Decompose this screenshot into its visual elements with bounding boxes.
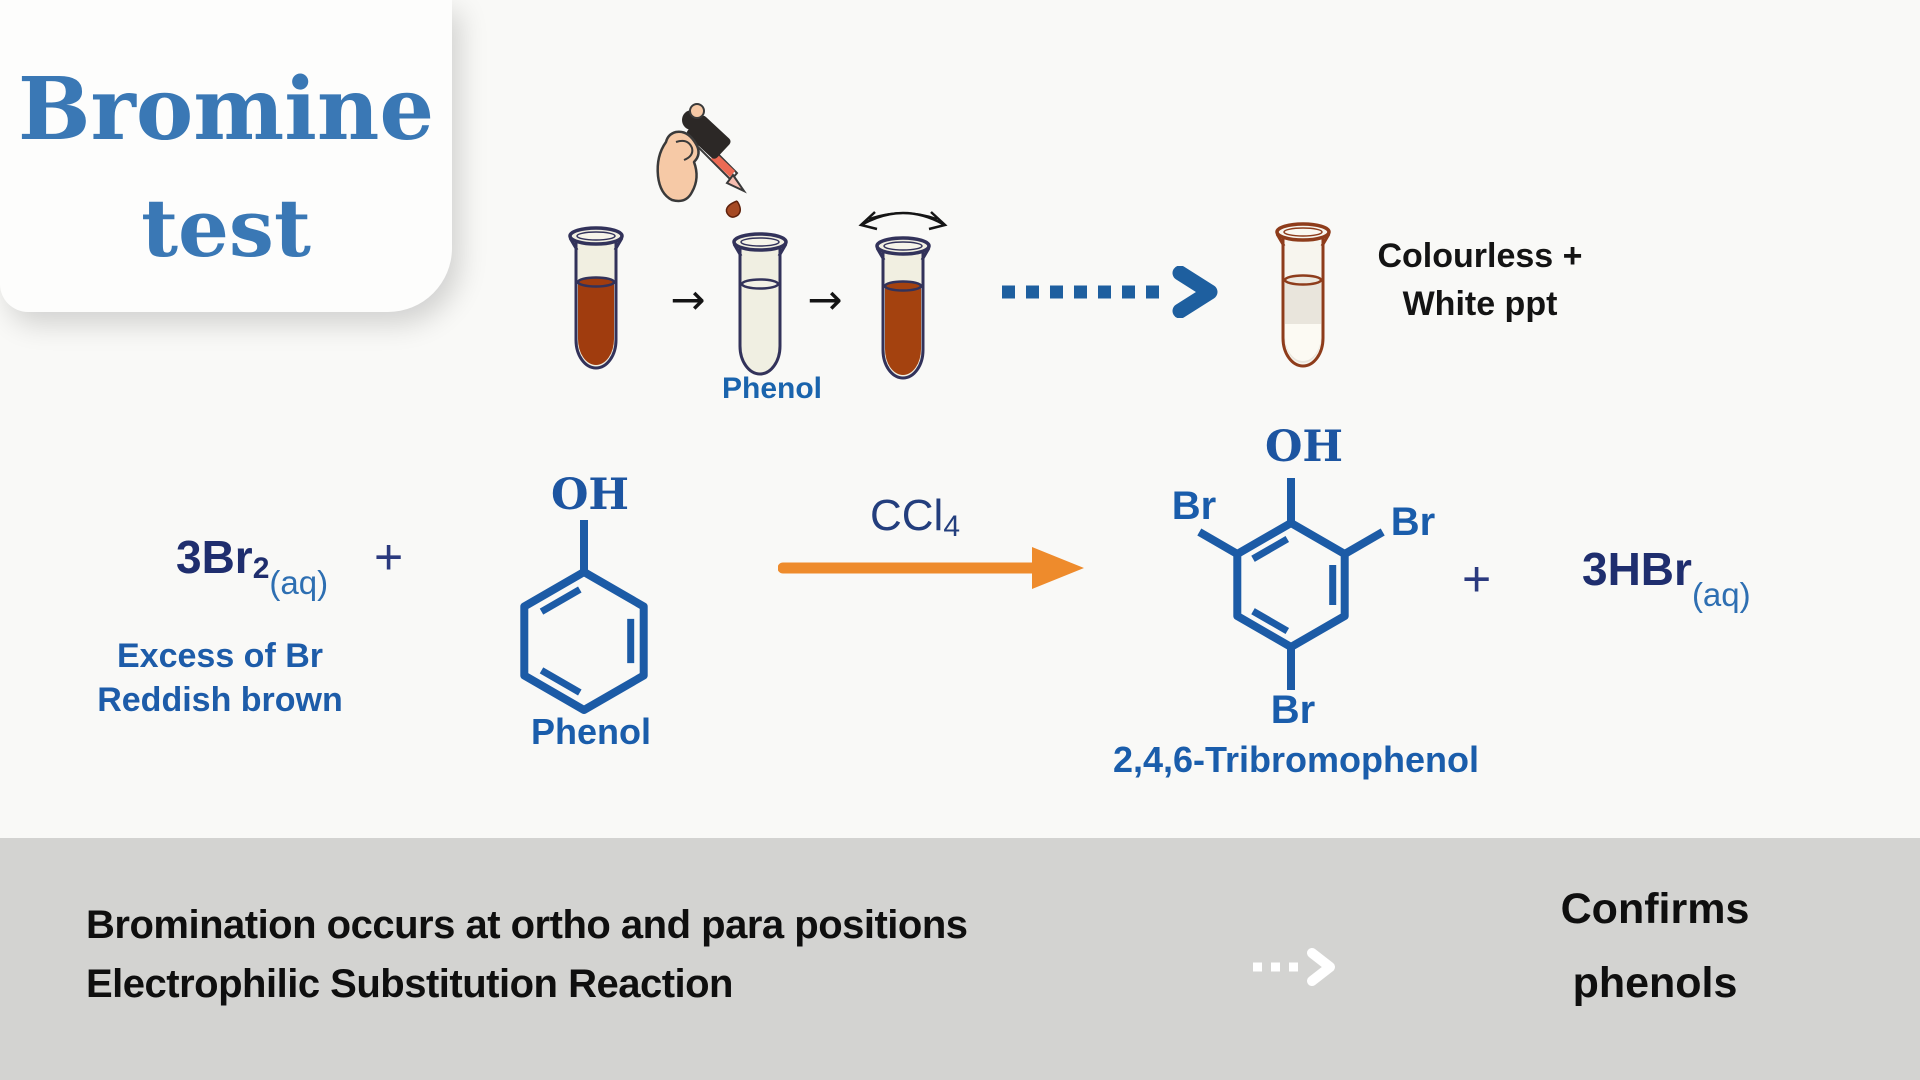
product-br-left-label: Br xyxy=(1171,484,1217,528)
ccl4-base: CCl xyxy=(869,491,944,540)
phenol-benzene-ring xyxy=(520,520,648,714)
product-hbr-formula: 3HBr (aq) xyxy=(1582,543,1751,611)
bromine-note: Excess of Br Reddish brown xyxy=(70,634,370,722)
product-br-right-label: Br xyxy=(1390,500,1436,544)
dropper-hand-icon xyxy=(656,103,747,218)
product-structure-label: 2,4,6-Tribromophenol xyxy=(1112,739,1480,780)
bromine-note-line1: Excess of Br xyxy=(117,637,323,675)
bromine-formula-subscript: 2 xyxy=(252,552,270,585)
test-tube-phenol-icon xyxy=(732,232,788,376)
footer-statements: Bromination occurs at ortho and para pos… xyxy=(86,896,1286,1014)
bromine-note-line2: Reddish brown xyxy=(97,681,343,719)
page-title-line1: Bromine xyxy=(17,59,435,160)
hbr-formula-state: (aq) xyxy=(1691,576,1751,613)
bromine-formula-base: 3Br xyxy=(176,531,253,583)
result-observation-line1: Colourless + xyxy=(1377,237,1583,275)
condition-ccl4: CCl 4 xyxy=(840,491,990,542)
reactant-bromine-formula: 3Br 2 (aq) xyxy=(176,531,328,599)
test-tube-mixture-icon xyxy=(875,236,931,380)
plus-sign: + xyxy=(1462,551,1492,607)
plus-sign: + xyxy=(374,529,404,585)
reaction-arrow-icon xyxy=(778,547,1084,589)
title-card: Bromine test xyxy=(0,0,452,312)
test-tube-result-icon xyxy=(1275,222,1331,368)
conclusion-line1: Confirms xyxy=(1560,885,1750,933)
step-arrow-icon: → xyxy=(670,275,706,324)
product-oh-label: OH xyxy=(1264,422,1344,472)
tribromophenol-benzene-ring xyxy=(1197,478,1385,690)
footer-band xyxy=(0,838,1920,1080)
footer-dashed-arrow-icon xyxy=(1253,948,1335,986)
footer-statement-line2: Electrophilic Substitution Reaction xyxy=(86,962,734,1006)
result-observation-line2: White ppt xyxy=(1402,285,1558,323)
step-arrow-icon: → xyxy=(807,275,843,324)
shake-arrows-icon xyxy=(858,211,948,231)
phenol-tube-label: Phenol xyxy=(721,372,822,405)
ccl4-subscript: 4 xyxy=(943,510,960,543)
phenol-structure-label: Phenol xyxy=(530,711,651,752)
page-title-line2: test xyxy=(141,181,311,275)
conclusion-text: Confirms phenols xyxy=(1540,872,1770,1020)
product-br-bottom-label: Br xyxy=(1270,688,1316,732)
footer-statement-line1: Bromination occurs at ortho and para pos… xyxy=(86,903,968,947)
result-observation: Colourless + White ppt xyxy=(1360,232,1600,328)
bromine-formula-state: (aq) xyxy=(269,564,329,601)
dashed-arrow-icon xyxy=(1002,266,1218,318)
conclusion-line2: phenols xyxy=(1572,959,1738,1007)
hbr-formula-base: 3HBr xyxy=(1582,543,1692,595)
test-tube-bromine-icon xyxy=(568,226,624,370)
phenol-oh-label: OH xyxy=(550,470,630,520)
